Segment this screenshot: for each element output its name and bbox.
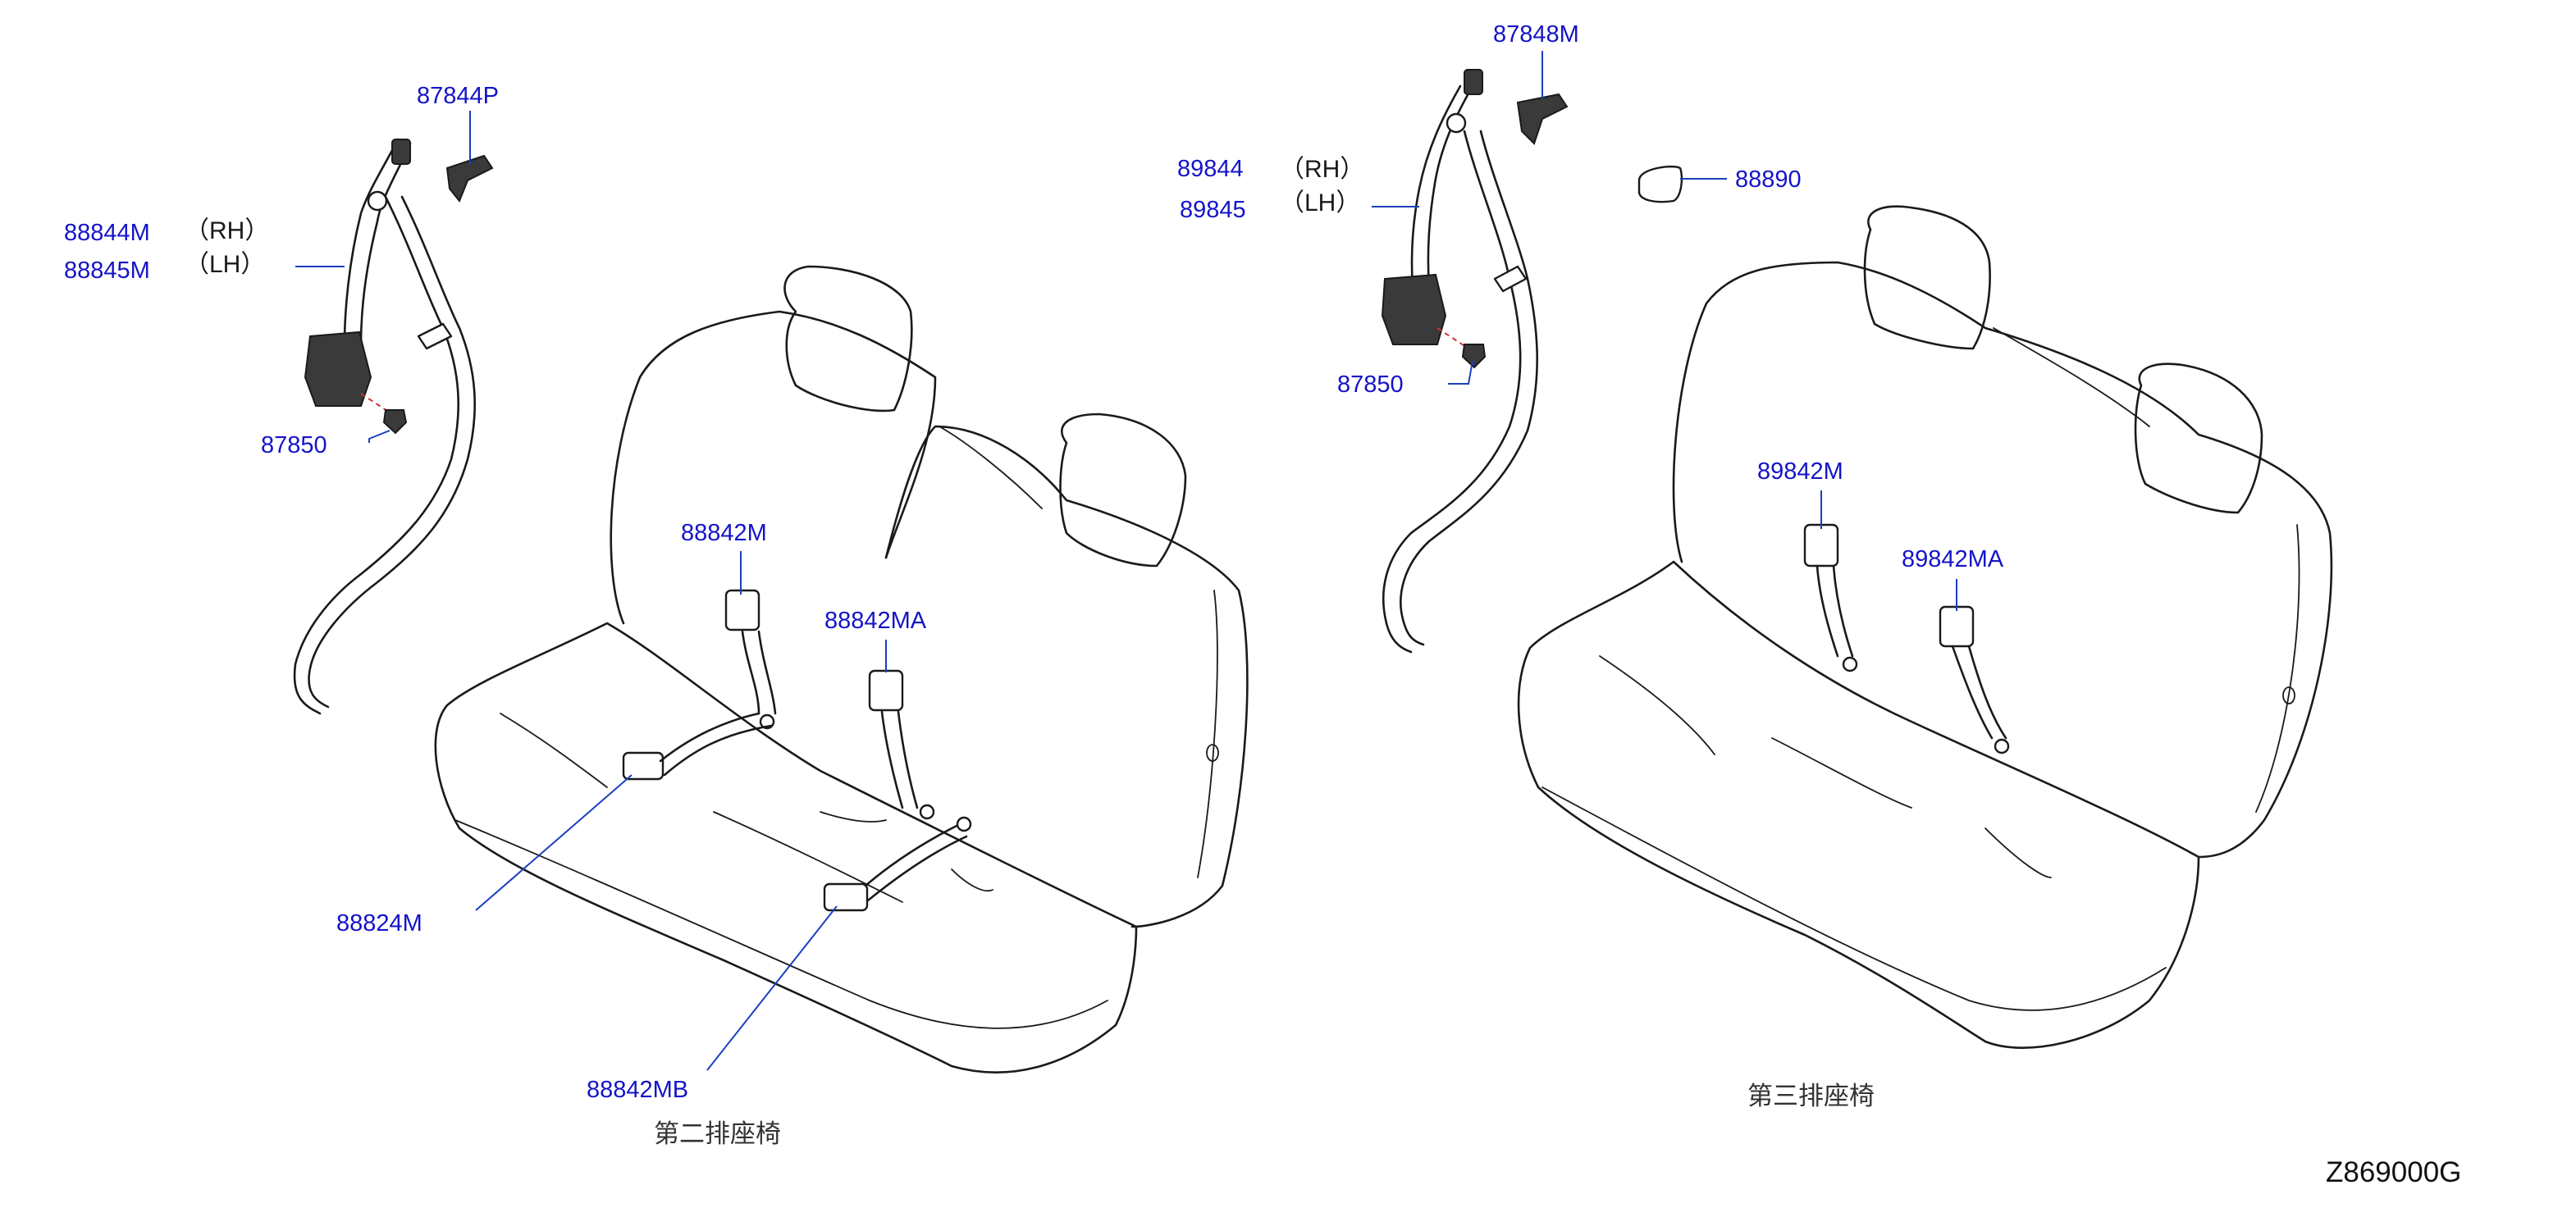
label-88890: 88890 (1735, 166, 1802, 193)
buckle-89842MA (1939, 605, 1975, 648)
second-row-buckles (622, 589, 972, 912)
label-88844M: 88844M (64, 220, 150, 246)
second-row-headrest-right (1059, 413, 1187, 567)
label-87844P: 87844P (417, 83, 499, 109)
label-87848M: 87848M (1493, 21, 1579, 48)
label-88842M: 88842M (681, 520, 767, 546)
second-row-headrest-left (783, 265, 913, 413)
caption-third-row: 第三排座椅 (1747, 1082, 1875, 1111)
retractor-88844M (304, 330, 372, 407)
leader-lines (295, 51, 1957, 1071)
buckle-88842MA (868, 669, 904, 712)
label-89844: 89844 (1177, 156, 1244, 182)
buckle-88842MB (823, 882, 869, 912)
third-row-seat (1517, 205, 2333, 1049)
third-row-headrest-left (1863, 205, 1991, 350)
label-lh-left: （LH） (185, 251, 266, 278)
cap-88890 (1637, 165, 1683, 203)
label-87850-left: 87850 (261, 432, 327, 458)
buckle-89842M (1803, 523, 1839, 567)
third-row-headrest-right (2134, 362, 2263, 514)
third-row-buckles (1803, 523, 2010, 754)
label-89842M: 89842M (1757, 458, 1843, 485)
label-rh-left: （RH） (185, 217, 270, 244)
drawing-code: Z869000G (2326, 1156, 2462, 1188)
label-87850-right: 87850 (1337, 371, 1404, 398)
label-88842MB: 88842MB (587, 1077, 689, 1103)
second-row-retractor (293, 138, 494, 715)
second-row-seat (434, 265, 1249, 1073)
label-88845M: 88845M (64, 258, 150, 284)
bolt-87850-right (1461, 344, 1487, 369)
third-row-retractor (1381, 69, 1683, 654)
label-89845: 89845 (1180, 197, 1246, 223)
label-rh-right: （RH） (1280, 156, 1365, 183)
label-88824M: 88824M (336, 910, 422, 937)
caption-second-row: 第二排座椅 (654, 1119, 781, 1149)
bolt-87850-left (382, 409, 408, 435)
second-row-seat-cushion (434, 622, 1138, 1073)
retractor-89844 (1381, 273, 1447, 345)
third-row-seat-cushion (1517, 560, 2200, 1049)
label-lh-right: （LH） (1280, 189, 1361, 217)
anchor-87844P (445, 154, 494, 203)
anchor-87848M (1516, 93, 1569, 145)
buckle-88842M (724, 589, 760, 631)
buckle-88824M (622, 751, 665, 781)
label-89842MA: 89842MA (1902, 546, 2004, 572)
third-row-seatback (1672, 261, 2333, 859)
label-88842MA: 88842MA (824, 608, 927, 634)
second-row-seatback-right (884, 425, 1249, 928)
second-row-seatback-left (610, 310, 937, 625)
